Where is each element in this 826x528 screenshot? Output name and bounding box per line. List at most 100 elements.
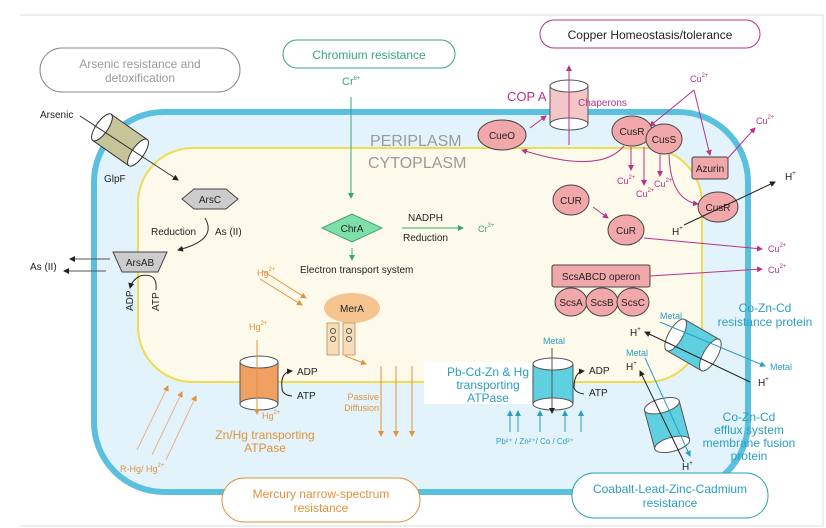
pb-atpase-atp: ATP	[589, 388, 608, 399]
cur-label: CUR	[560, 196, 582, 207]
scsa-label: ScsA	[559, 298, 583, 309]
glpf-channel	[91, 113, 149, 167]
mercury-title: Mercury narrow-spectrum	[253, 487, 390, 501]
hg-cytoplasm: Hg2+	[257, 267, 276, 278]
cu-released-3: Cu2+	[654, 178, 673, 189]
zn-hg-atpase-channel	[239, 355, 279, 411]
scsb-label: ScsB	[590, 298, 614, 309]
arsenic-input-label: Arsenic	[40, 110, 73, 121]
metal-resist-out: Metal	[770, 362, 792, 372]
zn-hg-adp: ADP	[297, 367, 318, 378]
resistance-protein-label: Co-Zn-Cd	[739, 301, 792, 315]
chromium-reduction-label: Reduction	[403, 233, 448, 244]
pb-atpase-adp: ADP	[589, 366, 610, 377]
hg-entry: Hg2+	[249, 321, 268, 332]
metal-atpase-label: Metal	[543, 336, 565, 346]
chromium-title-pill	[282, 39, 456, 69]
cur-2-label: CuR	[616, 226, 636, 237]
pb-atpase-label-2: transporting	[456, 378, 519, 392]
passive-label: Passive	[347, 392, 379, 402]
arsenic-product-label: As (II)	[215, 227, 242, 238]
nadph-label: NADPH	[408, 213, 443, 224]
cuss-label: CusS	[652, 135, 677, 146]
zn-hg-atpase-label: Zn/Hg transporting	[215, 428, 314, 442]
azurin-label: Azurin	[696, 164, 724, 175]
metal-ions-label: Pb²⁺ / Zn²⁺/ Co / Cd²⁺	[496, 437, 574, 446]
co-zn-cd-resistance-channel	[664, 318, 722, 372]
electron-transport-label: Electron transport system	[300, 265, 413, 276]
zn-hg-atp: ATP	[297, 391, 316, 402]
azurin-protein	[691, 156, 729, 180]
mercury-title-2: resistance	[294, 501, 349, 515]
glpf-label: GlpF	[104, 174, 126, 185]
periplasm-label: PERIPLASM	[370, 133, 462, 150]
arsenic-title-2: detoxification	[105, 71, 175, 85]
cuss-protein	[645, 123, 683, 155]
cobalt-title-pill	[571, 472, 769, 519]
h-resist-out: H+	[758, 377, 769, 389]
h-resist-in: H+	[630, 327, 641, 339]
pb-cd-zn-atpase-channel	[532, 357, 574, 411]
resistance-protein-label-2: resistance protein	[718, 315, 813, 329]
cu-released-2: Cu2+	[636, 188, 655, 199]
metal-resist-in: Metal	[660, 311, 682, 321]
copper-title-pill	[539, 19, 761, 49]
arsab-pump	[112, 251, 168, 273]
pb-atpase-label: Pb-Cd-Zn & Hg	[447, 365, 529, 379]
cueo-protein	[477, 119, 527, 151]
mera-label: MerA	[340, 304, 364, 315]
arsenic-title-pill	[39, 47, 241, 93]
h-efflux-out: H+	[682, 461, 693, 473]
metal-efflux-in: Metal	[626, 348, 648, 358]
atpase-label-bg	[424, 362, 532, 404]
h-in-copper: H+	[672, 226, 683, 238]
mercury-title-pill	[221, 477, 421, 523]
h-out-copper: H+	[785, 171, 796, 183]
mera-subunits	[326, 322, 356, 356]
cu-released-1: Cu2+	[617, 175, 636, 186]
chromium-ion-in: Cr6+	[342, 76, 361, 88]
r-hg-label: R-Hg/ Hg2+	[120, 463, 165, 474]
arsc-label: ArsC	[199, 195, 221, 206]
copper-title: Copper Homeostasis/tolerance	[568, 28, 733, 42]
cusr-protein-2	[697, 191, 739, 223]
mera-enzyme	[324, 293, 380, 323]
arsab-adp: ADP	[125, 290, 136, 311]
efflux-label-4: protein	[731, 449, 768, 463]
chromium-ion-out: Cr3+	[478, 223, 495, 234]
h-efflux-in: H+	[626, 361, 637, 373]
efflux-label-2: efflux system	[714, 423, 784, 437]
efflux-label: Co-Zn-Cd	[723, 410, 776, 424]
co-zn-cd-efflux-channel	[643, 396, 691, 454]
cu-cur-out: Cu2+	[768, 243, 787, 254]
chra-label: ChrA	[341, 224, 364, 235]
arsenic-out-label: As (II)	[30, 262, 57, 273]
cur-protein	[552, 184, 590, 216]
cobalt-title: Coabalt-Lead-Zinc-Cadmium	[593, 482, 747, 496]
cu-scs-out: Cu2+	[768, 264, 787, 275]
arsab-label: ArsAB	[126, 258, 155, 269]
arsc-enzyme	[181, 188, 239, 210]
cu-top: Cu2+	[690, 73, 709, 84]
cobalt-title-2: resistance	[643, 496, 698, 510]
pb-atpase-label-3: ATPase	[467, 391, 509, 405]
cusr-label: CusR	[619, 127, 644, 138]
chra-enzyme	[320, 213, 384, 243]
arsenic-reduction-label: Reduction	[151, 227, 196, 238]
chaperons-label: Chaperons	[578, 98, 627, 109]
chromium-title: Chromium resistance	[312, 48, 426, 62]
arsab-atp: ATP	[151, 292, 162, 311]
scsc-label: ScsC	[621, 298, 645, 309]
scsabcd-label: ScsABCD operon	[562, 272, 640, 283]
diffusion-label: Diffusion	[344, 403, 379, 413]
efflux-label-3: membrane fusion	[703, 436, 796, 450]
cu-azurin-out: Cu2+	[756, 115, 775, 126]
cytoplasm-label: CYTOPLASM	[368, 155, 466, 172]
cueo-label: CueO	[489, 131, 515, 142]
scsc-protein	[616, 287, 650, 317]
copa-label: COP A	[507, 89, 547, 104]
zn-hg-atpase-label-2: ATPase	[244, 441, 286, 455]
cur-protein-2	[607, 214, 645, 246]
arsenic-title: Arsenic resistance and	[79, 57, 200, 71]
